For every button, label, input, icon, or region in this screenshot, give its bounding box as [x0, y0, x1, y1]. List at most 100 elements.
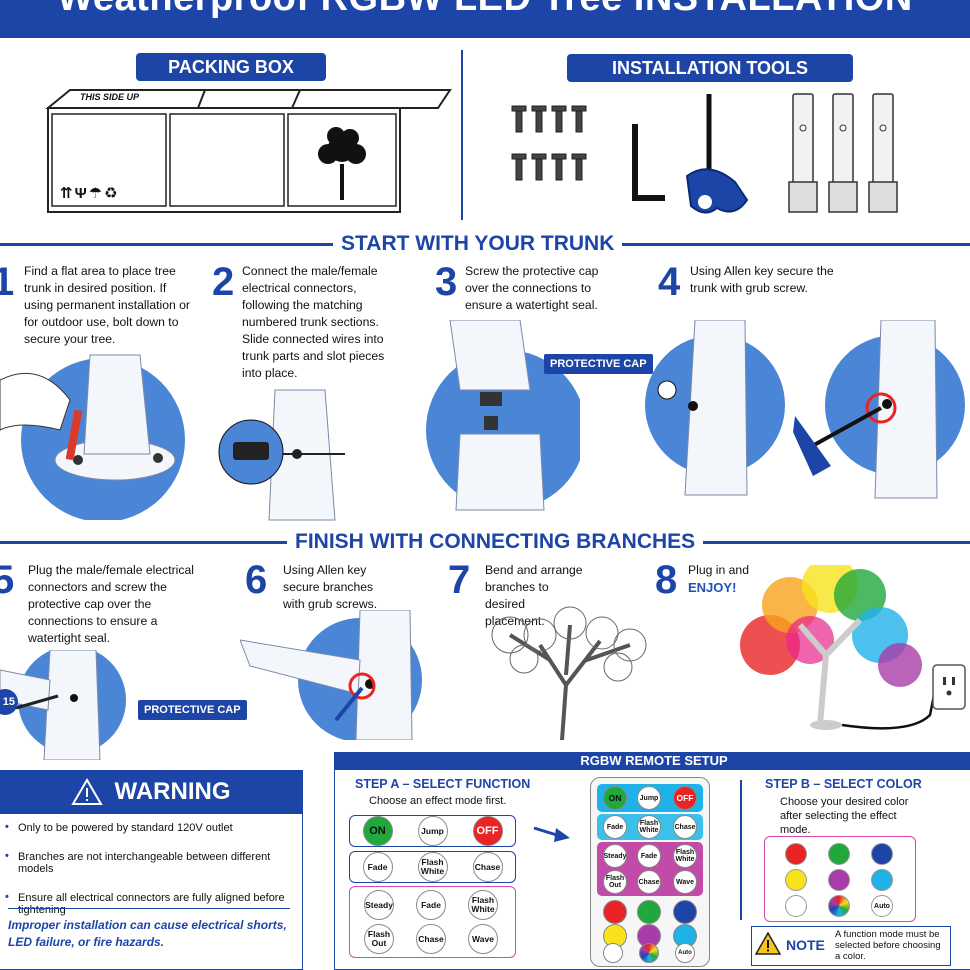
protective-caps-icon — [788, 93, 898, 213]
page-title: Weatherproof RGBW LED Tree INSTALLATION — [57, 0, 913, 19]
remote-flash-white-button-2[interactable]: Flash White — [673, 844, 697, 868]
wave-button[interactable]: Wave — [468, 924, 498, 954]
color-white-button[interactable] — [785, 895, 807, 917]
fade-button[interactable]: Fade — [362, 852, 393, 882]
step-4-text: Using Allen key secure the trunk with gr… — [690, 264, 834, 295]
remote-wave-button[interactable]: Wave — [673, 870, 697, 894]
note-box — [751, 926, 951, 966]
step-a-title: STEP A – SELECT FUNCTION — [355, 777, 531, 791]
packing-box-illustration — [45, 89, 452, 213]
step-b-subtitle: Choose your desired color after selectin… — [780, 796, 909, 836]
step-b-title: STEP B – SELECT COLOR — [765, 777, 922, 791]
color-cyan-button[interactable] — [871, 869, 893, 891]
remote-jump-button[interactable]: Jump — [637, 786, 661, 810]
step-8-number: 8 — [655, 558, 678, 602]
step-1-text: Find a flat area to place tree trunk in … — [24, 264, 190, 346]
this-way-up-icon: ⇈ — [60, 185, 75, 202]
step-8-text-main: Plug in and — [688, 563, 749, 577]
remote-flash-out-button[interactable]: Flash Out — [603, 870, 627, 894]
remote-fade-button[interactable]: Fade — [603, 815, 627, 839]
color-red-button[interactable] — [785, 843, 807, 865]
recycle-icon: ♻ — [104, 185, 120, 202]
step-2-number: 2 — [212, 260, 235, 304]
fade-button-2[interactable]: Fade — [416, 890, 446, 920]
step-8-enjoy: ENJOY! — [688, 580, 737, 595]
step-2-text: Connect the male/female electrical conne… — [242, 264, 385, 380]
section-badge-15: 15 — [0, 689, 18, 715]
color-blue-button[interactable] — [871, 843, 893, 865]
remote-on-button[interactable]: ON — [603, 786, 627, 810]
remote-color-cyan[interactable] — [673, 924, 697, 948]
remote-auto-button[interactable]: Auto — [675, 943, 695, 963]
step-6-number: 6 — [245, 558, 268, 602]
warning-item: Ensure all electrical connectors are ful… — [2, 891, 300, 916]
remote-setup-title: RGBW REMOTE SETUP — [334, 752, 970, 770]
allen-keys-icon — [632, 94, 749, 214]
chase-button-2[interactable]: Chase — [416, 924, 446, 954]
remote-steady-button[interactable]: Steady — [603, 844, 627, 868]
handling-icons: ⇈Ψ☂♻ — [60, 184, 120, 202]
steady-button[interactable]: Steady — [364, 890, 394, 920]
warning-note: Improper installation can cause electric… — [8, 918, 287, 949]
warning-header: WARNING — [0, 770, 303, 814]
warning-triangle-icon — [70, 778, 103, 805]
color-purple-button[interactable] — [828, 869, 850, 891]
step-7-tree-illustration — [491, 606, 647, 740]
jump-button[interactable]: Jump — [417, 816, 448, 846]
step-1-number: 1 — [0, 260, 15, 304]
color-selection-box: Auto — [764, 836, 916, 922]
chase-button[interactable]: Chase — [472, 852, 503, 882]
step-6-text: Using Allen key secure branches with gru… — [283, 563, 378, 611]
installation-tools-label: INSTALLATION TOOLS — [567, 54, 853, 82]
packing-box-label: PACKING BOX — [136, 53, 326, 81]
step-7-text: Bend and arrange branches to desired pla… — [485, 563, 583, 628]
function-group-basic: ON Jump OFF — [349, 815, 516, 847]
step-8-rgb-tree-illustration — [740, 565, 966, 730]
screws-icon — [511, 105, 587, 181]
function-group-special: Steady Fade Flash White Flash Out Chase … — [349, 886, 516, 958]
remote-chase-button-2[interactable]: Chase — [637, 870, 661, 894]
tree-silhouette-icon — [318, 127, 366, 200]
warning-triangle-note-icon — [755, 932, 781, 955]
remote-chase-button[interactable]: Chase — [673, 815, 697, 839]
remote-fade-button-2[interactable]: Fade — [637, 844, 661, 868]
trunk-section-title: START WITH YOUR TRUNK — [333, 232, 623, 256]
this-side-up-text: THIS SIDE UP — [80, 92, 140, 102]
branches-section-title: FINISH WITH CONNECTING BRANCHES — [287, 530, 704, 554]
remote-color-white[interactable] — [603, 943, 623, 963]
warning-divider — [8, 908, 290, 909]
step-7-number: 7 — [448, 558, 471, 602]
warning-item: Only to be powered by standard 120V outl… — [2, 821, 300, 834]
warning-title: WARNING — [114, 778, 231, 805]
color-green-button[interactable] — [828, 843, 850, 865]
flash-out-button[interactable]: Flash Out — [364, 924, 394, 954]
auto-button[interactable]: Auto — [871, 895, 893, 917]
remote-color-multi[interactable] — [639, 943, 659, 963]
note-label: NOTE — [786, 937, 825, 953]
step-2-illustration — [218, 389, 345, 521]
step-a-subtitle: Choose an effect mode first. — [369, 795, 507, 807]
on-button[interactable]: ON — [362, 816, 393, 846]
flash-white-button[interactable]: Flash White — [417, 852, 448, 882]
remote-off-button[interactable]: OFF — [673, 786, 697, 810]
step-1-illustration — [0, 354, 185, 520]
step-6-illustration — [240, 610, 422, 740]
remote-color-red[interactable] — [603, 900, 627, 924]
wall-outlet-icon — [932, 664, 966, 710]
remote-divider — [740, 780, 742, 920]
off-button[interactable]: OFF — [472, 816, 503, 846]
step-3-number: 3 — [435, 260, 458, 304]
arrow-right-icon — [533, 826, 570, 842]
keep-dry-icon: ☂ — [88, 185, 105, 202]
step-4-number: 4 — [658, 260, 681, 304]
remote-color-green[interactable] — [637, 900, 661, 924]
step-4-illustration — [645, 320, 965, 499]
color-yellow-button[interactable] — [785, 869, 807, 891]
flash-white-button-2[interactable]: Flash White — [468, 890, 498, 920]
fragile-icon: Ψ — [74, 185, 89, 202]
remote-color-blue[interactable] — [673, 900, 697, 924]
remote-flash-white-button[interactable]: Flash White — [637, 815, 661, 839]
protective-cap-tag-step3: PROTECTIVE CAP — [544, 354, 653, 374]
protective-cap-tag-step5: PROTECTIVE CAP — [138, 700, 247, 720]
color-multi-button[interactable] — [828, 895, 850, 917]
